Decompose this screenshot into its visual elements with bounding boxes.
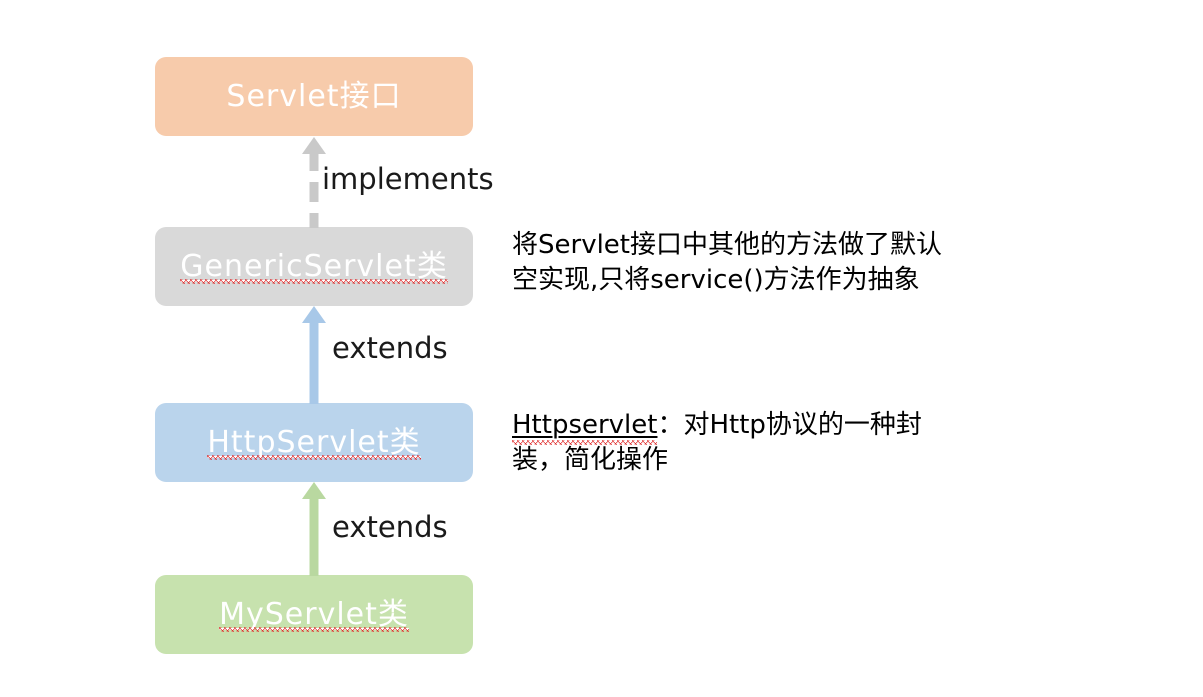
edge-label-extends-my: extends [332, 510, 448, 544]
annotation-line-1: Httpservlet：对Http协议的一种封 [512, 408, 1012, 445]
spellcheck-squiggle-icon [207, 454, 421, 460]
arrow-shaft-dashed [309, 151, 319, 228]
annotation-term-httpservlet: Httpservlet [512, 410, 658, 445]
spellcheck-squiggle-icon [180, 278, 448, 284]
arrow-extends-http-icon [297, 306, 331, 404]
annotation-line-1: 将Servlet接口中其他的方法做了默认 [512, 230, 942, 260]
node-servlet-interface[interactable]: Servlet接口 [155, 57, 473, 136]
arrow-implements-icon [297, 137, 331, 228]
node-my-servlet[interactable]: MyServlet类 [155, 575, 473, 654]
edge-label-extends-http: extends [332, 331, 448, 365]
arrowhead-up-icon [302, 306, 326, 323]
node-http-servlet[interactable]: HttpServlet类 [155, 403, 473, 482]
arrow-shaft-solid [309, 320, 319, 404]
node-generic-servlet[interactable]: GenericServlet类 [155, 227, 473, 306]
node-generic-servlet-label: GenericServlet类 [180, 248, 448, 284]
node-my-servlet-label: MyServlet类 [219, 596, 409, 632]
spellcheck-squiggle-icon [219, 626, 409, 632]
arrowhead-up-icon [302, 137, 326, 154]
annotation-line-2: 装，简化操作 [512, 445, 669, 475]
annotation-line-2: 空实现,只将service()方法作为抽象 [512, 265, 920, 295]
arrow-extends-my-icon [297, 482, 331, 576]
annotation-http-servlet: Httpservlet：对Http协议的一种封 装，简化操作 [512, 408, 1012, 478]
arrow-shaft-solid [309, 496, 319, 576]
node-http-servlet-label: HttpServlet类 [207, 424, 421, 460]
annotation-generic-servlet: 将Servlet接口中其他的方法做了默认 空实现,只将service()方法作为… [512, 228, 1012, 298]
annotation-line-1-rest: ：对Http协议的一种封 [657, 410, 922, 440]
arrowhead-up-icon [302, 482, 326, 499]
node-servlet-interface-label: Servlet接口 [226, 78, 402, 114]
edge-label-implements: implements [322, 162, 494, 196]
